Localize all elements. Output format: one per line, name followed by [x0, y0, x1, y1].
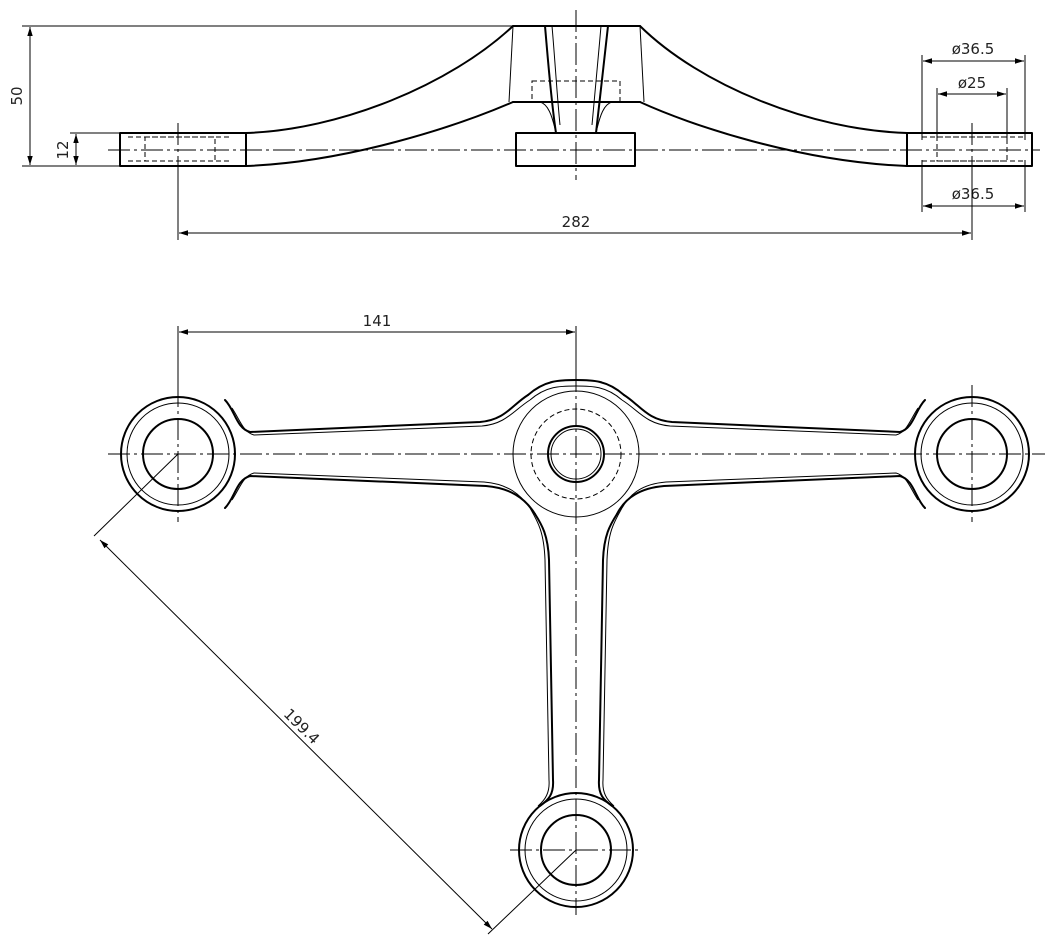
right-arm-upper-edge — [623, 394, 926, 433]
dim-arm-thickness: 12 — [54, 140, 72, 159]
dim-outer-diameter-top: ø36.5 — [952, 40, 995, 58]
left-arm-lower-edge — [224, 475, 536, 515]
right-arm-lower-edge — [616, 475, 926, 515]
body-right-lower-curve — [639, 101, 908, 167]
top-view — [108, 370, 1045, 915]
side-view-dimensions: 50 12 ø36.5 ø25 ø36.5 282 — [8, 25, 1026, 240]
dim-half-span: 141 — [363, 312, 392, 330]
dim-inner-diameter: ø25 — [958, 74, 986, 92]
body-right-upper-curve — [639, 25, 908, 134]
top-view-dimensions: 141 199.4 — [93, 312, 577, 935]
dim-diagonal: 199.4 — [280, 705, 323, 748]
dim-span: 282 — [562, 213, 591, 231]
dim-outer-diameter-bottom: ø36.5 — [952, 185, 995, 203]
down-arm-left-edge — [534, 513, 555, 807]
body-left-upper-curve — [245, 25, 514, 134]
body-left-lower-curve — [245, 101, 514, 167]
left-bore-hidden — [144, 136, 216, 162]
left-arm-upper-edge — [224, 394, 529, 433]
dim-overall-height: 50 — [8, 86, 26, 105]
down-arm-right-edge — [597, 513, 618, 807]
side-view — [108, 10, 1040, 180]
